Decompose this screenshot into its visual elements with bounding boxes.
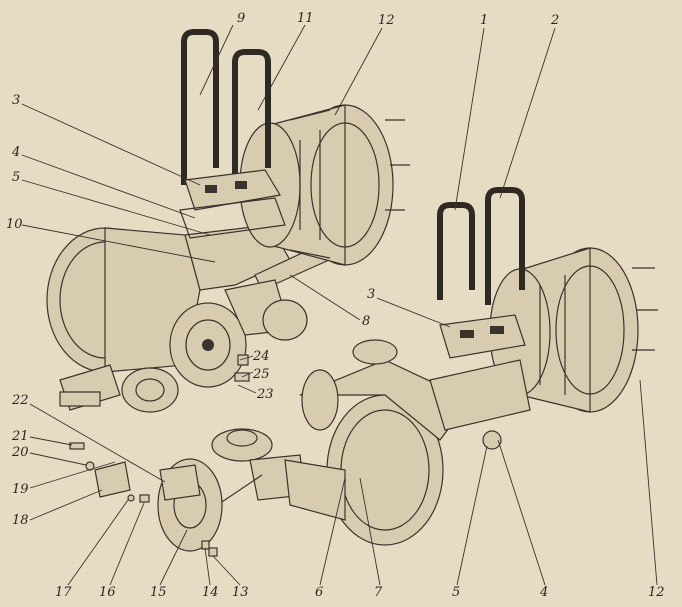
callout-14: 14: [202, 585, 219, 600]
callout-5-left: 5: [12, 170, 20, 185]
callout-24: 24: [252, 349, 270, 364]
shock-absorber-bracket: [209, 428, 346, 521]
callout-23: 23: [256, 387, 274, 402]
callout-4-bottom: 4: [539, 585, 548, 600]
callout-16: 16: [99, 585, 116, 600]
upper-spring-seat: [179, 169, 286, 239]
u-bolt-1: [437, 202, 475, 300]
callout-15: 15: [150, 585, 167, 600]
callout-12-bottom: 12: [648, 585, 665, 600]
callout-18: 18: [12, 513, 29, 528]
lower-axle-housing: [299, 339, 531, 546]
callout-5-bottom: 5: [452, 585, 460, 600]
u-bolt-9: [181, 29, 219, 185]
callout-9: 9: [237, 11, 245, 26]
leader-lines: [21, 24, 658, 586]
callout-1: 1: [480, 13, 488, 28]
callout-11: 11: [297, 11, 314, 26]
callout-6: 6: [315, 585, 323, 600]
callout-13: 13: [232, 585, 249, 600]
callout-25: 25: [252, 367, 270, 382]
u-bolt-11: [232, 49, 271, 180]
callout-3-left: 3: [12, 93, 20, 108]
callout-22: 22: [11, 393, 29, 408]
callout-2: 2: [550, 13, 559, 28]
upper-wheel-drum: [239, 104, 410, 266]
callout-labels: 9 11 12 1 2 3 4 5 10 3 8 24 25 23 22 21 …: [6, 11, 665, 600]
callout-7: 7: [374, 585, 383, 600]
callout-12-top: 12: [378, 13, 395, 28]
callout-19: 19: [12, 482, 29, 497]
right-spring-seat: [439, 314, 526, 359]
callout-4-left: 4: [11, 145, 20, 160]
u-bolt-2: [485, 187, 525, 305]
callout-10: 10: [6, 217, 23, 232]
callout-21: 21: [11, 429, 29, 444]
callout-20: 20: [11, 445, 29, 460]
callout-17: 17: [55, 585, 72, 600]
callout-3-right: 3: [367, 287, 375, 302]
callout-8: 8: [362, 314, 370, 329]
